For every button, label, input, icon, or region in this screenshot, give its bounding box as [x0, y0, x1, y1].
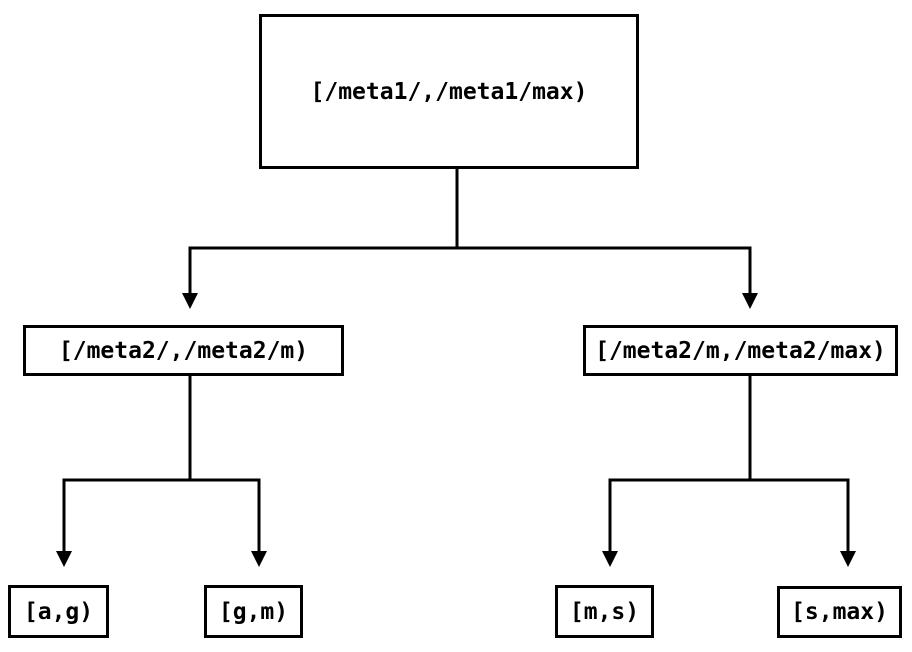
- edge-right-split: [602, 376, 856, 567]
- edge-left-split: [56, 376, 267, 567]
- node-meta2-lower-label: [/meta2/,/meta2/m): [58, 337, 309, 364]
- arrowhead-to-leaf-ms: [602, 551, 618, 567]
- node-meta2-upper: [/meta2/m,/meta2/max): [583, 325, 898, 376]
- node-leaf-ag: [a,g): [8, 585, 109, 638]
- node-meta2-lower: [/meta2/,/meta2/m): [23, 325, 344, 376]
- node-leaf-ag-label: [a,g): [23, 598, 94, 625]
- arrowhead-to-left: [182, 293, 198, 309]
- node-meta2-upper-label: [/meta2/m,/meta2/max): [595, 337, 886, 364]
- node-root-label: [/meta1/,/meta1/max): [310, 78, 588, 105]
- arrowhead-to-right: [742, 293, 758, 309]
- node-root: [/meta1/,/meta1/max): [259, 14, 639, 169]
- node-leaf-gm: [g,m): [204, 585, 303, 638]
- edge-root-split: [182, 168, 758, 309]
- node-leaf-ms-label: [m,s): [569, 598, 640, 625]
- arrowhead-to-leaf-smax: [840, 551, 856, 567]
- node-leaf-smax-label: [s,max): [791, 599, 888, 625]
- node-leaf-gm-label: [g,m): [218, 598, 289, 625]
- arrowhead-to-leaf-gm: [251, 551, 267, 567]
- node-leaf-ms: [m,s): [555, 585, 654, 638]
- node-leaf-smax: [s,max): [777, 586, 902, 638]
- arrowhead-to-leaf-ag: [56, 551, 72, 567]
